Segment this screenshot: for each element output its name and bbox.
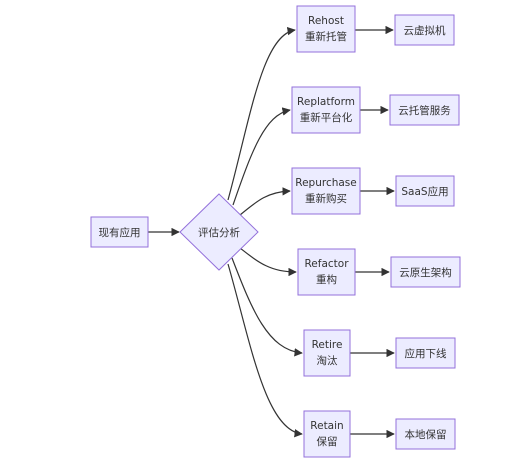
edge-assess-to-retain xyxy=(227,263,303,438)
node-output-refactor: 云原生架构 xyxy=(390,256,461,288)
nodes: 现有应用 评估分析 Rehost 重新托管 Replatform 重新平台化 R… xyxy=(90,5,461,458)
edge-assess-to-rehost xyxy=(227,26,296,201)
node-repurchase-label-zh: 重新购买 xyxy=(305,192,347,205)
node-output-repurchase: SaaS应用 xyxy=(395,175,455,207)
node-rehost-label-zh: 重新托管 xyxy=(305,30,347,43)
node-output-rehost-label: 云虚拟机 xyxy=(404,24,446,37)
node-retire-label-en: Retire xyxy=(312,339,343,351)
node-output-replatform: 云托管服务 xyxy=(389,94,460,126)
node-output-refactor-label: 云原生架构 xyxy=(399,266,452,279)
node-output-replatform-label: 云托管服务 xyxy=(398,104,451,117)
node-assess-decision: 评估分析 xyxy=(179,193,259,271)
node-refactor-label-en: Refactor xyxy=(304,258,349,270)
node-output-retain: 本地保留 xyxy=(395,418,456,450)
node-output-repurchase-label: SaaS应用 xyxy=(401,185,448,198)
node-existing-app: 现有应用 xyxy=(90,216,149,248)
node-retire: Retire 淘汰 xyxy=(303,329,351,377)
node-retain-label-zh: 保留 xyxy=(317,435,338,448)
node-repurchase-label-en: Repurchase xyxy=(295,177,356,189)
node-replatform-label-en: Replatform xyxy=(297,96,355,108)
node-replatform-label-zh: 重新平台化 xyxy=(300,111,353,124)
node-output-retain-label: 本地保留 xyxy=(405,428,447,441)
edge-assess-to-refactor xyxy=(239,247,297,277)
node-retain-label-en: Retain xyxy=(310,420,343,432)
edge-assess-to-repurchase xyxy=(239,187,291,216)
node-output-rehost: 云虚拟机 xyxy=(394,14,455,46)
node-refactor-label-zh: 重构 xyxy=(316,273,337,286)
node-refactor: Refactor 重构 xyxy=(297,248,356,296)
edge-assess-to-retire xyxy=(231,257,303,357)
node-existing-app-label: 现有应用 xyxy=(99,226,141,239)
node-rehost: Rehost 重新托管 xyxy=(296,5,356,53)
edges xyxy=(148,25,395,439)
node-replatform: Replatform 重新平台化 xyxy=(291,86,361,134)
edge-assess-to-replatform xyxy=(232,107,291,206)
node-rehost-label-en: Rehost xyxy=(308,15,344,27)
node-retain: Retain 保留 xyxy=(303,410,351,458)
node-output-retire-label: 应用下线 xyxy=(405,347,447,360)
node-output-retire: 应用下线 xyxy=(395,337,456,369)
node-repurchase: Repurchase 重新购买 xyxy=(291,167,361,215)
node-assess-label: 评估分析 xyxy=(198,226,240,239)
node-retire-label-zh: 淘汰 xyxy=(317,354,338,367)
